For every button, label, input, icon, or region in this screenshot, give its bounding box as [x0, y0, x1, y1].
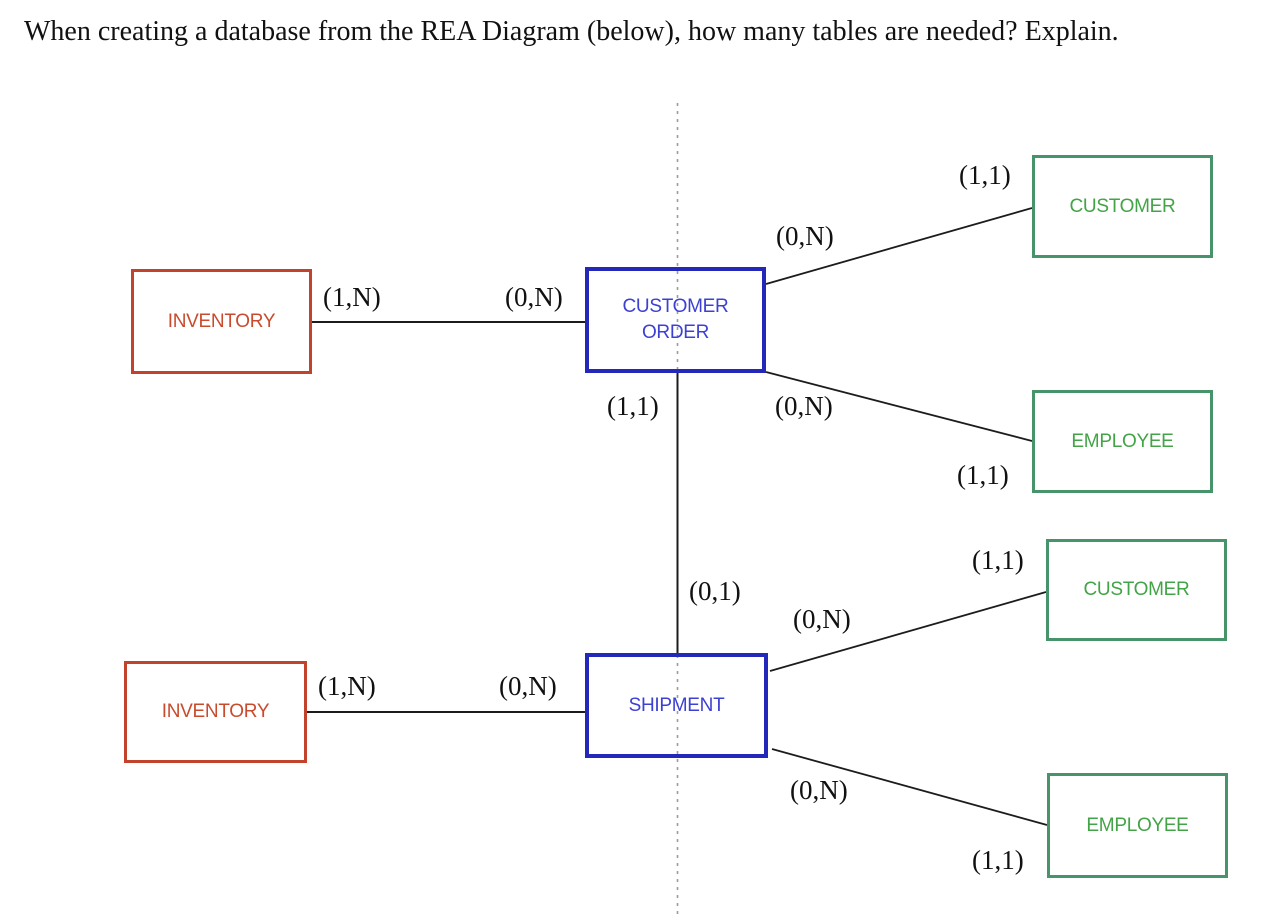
cardinality-customer-order-customer-top-side: (0,N): [776, 221, 834, 251]
cardinality-customer-bottom-side: (1,1): [972, 545, 1024, 575]
cardinality-inventory-top-side: (1,N): [323, 282, 381, 312]
entity-label: INVENTORY: [161, 701, 270, 723]
connector-customer-order-employee-top: [765, 371, 1033, 442]
entity-label: CUSTOMER: [1069, 195, 1176, 217]
entity-employee-bottom: EMPLOYEE: [1047, 773, 1228, 878]
cardinality-customer-order-employee-top-side: (0,N): [775, 391, 833, 421]
entity-label: EMPLOYEE: [1071, 430, 1174, 452]
cardinality-inventory-bottom-side: (1,N): [318, 671, 376, 701]
connector-shipment-employee-bottom: [771, 748, 1048, 826]
cardinality-shipment-customer-bottom-side: (0,N): [793, 604, 851, 634]
entity-label: INVENTORY: [167, 310, 276, 332]
entity-customer-bottom: CUSTOMER: [1046, 539, 1227, 641]
entity-label: CUSTOMER: [1083, 579, 1190, 601]
cardinality-customer-top-side: (1,1): [959, 160, 1011, 190]
entity-customer-top: CUSTOMER: [1032, 155, 1213, 258]
cardinality-employee-top-side: (1,1): [957, 460, 1009, 490]
cardinality-customer-order-inventory-side: (0,N): [505, 282, 563, 312]
connector-customer-order-customer-top: [765, 207, 1033, 285]
entity-shipment: SHIPMENT: [585, 653, 768, 758]
entity-employee-top: EMPLOYEE: [1032, 390, 1213, 493]
entity-label: SHIPMENT: [628, 694, 725, 716]
cardinality-shipment-inventory-side: (0,N): [499, 671, 557, 701]
question-text: When creating a database from the REA Di…: [24, 16, 1119, 47]
entity-label: CUSTOMER ORDER: [622, 296, 729, 343]
entity-customer-order: CUSTOMER ORDER: [585, 267, 766, 373]
cardinality-shipment-customer-order-side: (0,1): [689, 576, 741, 606]
cardinality-customer-order-shipment-side: (1,1): [607, 391, 659, 421]
connector-shipment-customer-bottom: [769, 591, 1047, 672]
entity-label: EMPLOYEE: [1086, 814, 1189, 836]
entity-inventory-top: INVENTORY: [131, 269, 312, 374]
cardinality-shipment-employee-bottom-side: (0,N): [790, 775, 848, 805]
cardinality-employee-bottom-side: (1,1): [972, 845, 1024, 875]
entity-inventory-bottom: INVENTORY: [124, 661, 307, 763]
